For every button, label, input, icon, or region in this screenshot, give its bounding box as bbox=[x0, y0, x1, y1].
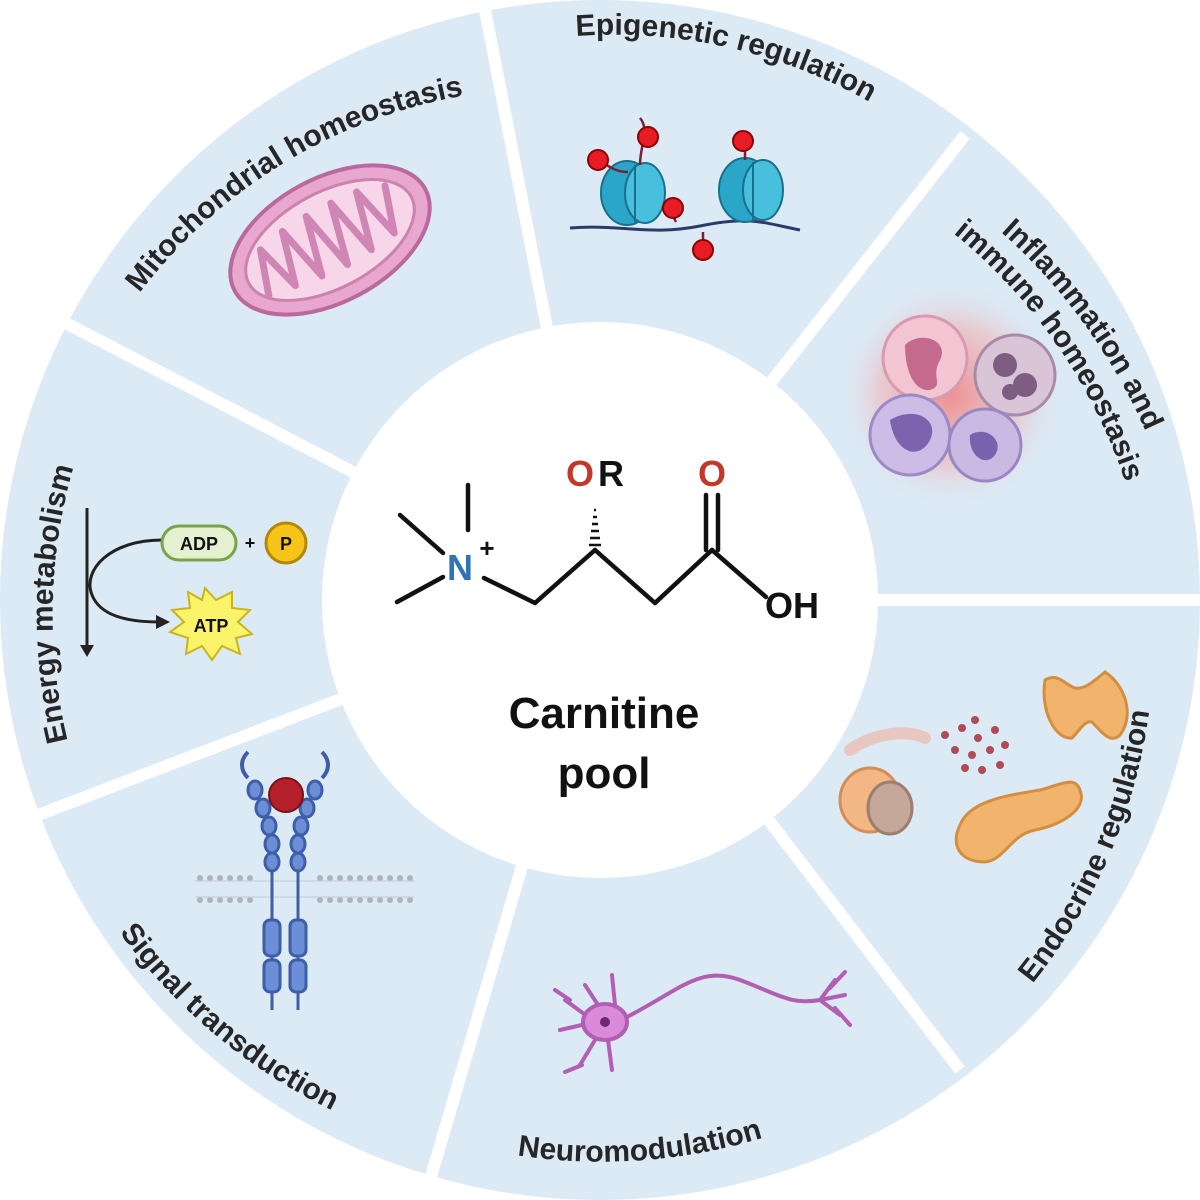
methyl-mark bbox=[587, 149, 609, 171]
mitochondrion-icon bbox=[228, 163, 432, 317]
immune-cell bbox=[973, 333, 1057, 417]
thyroid-icon bbox=[1042, 670, 1129, 740]
phosphate-badge bbox=[264, 521, 308, 565]
atp-burst bbox=[167, 585, 255, 662]
center-title-line2: pool bbox=[558, 749, 651, 798]
r-group: R bbox=[598, 453, 624, 494]
center-circle bbox=[322, 322, 878, 878]
nucleosome-left bbox=[600, 160, 666, 226]
hydroxyl-group: OH bbox=[765, 585, 819, 626]
cell-membrane bbox=[195, 873, 415, 903]
methyl-mark bbox=[662, 197, 684, 219]
carnitine-molecule: N + O R O OH bbox=[394, 453, 819, 626]
immune-cell bbox=[868, 393, 952, 477]
positive-charge: + bbox=[479, 533, 494, 563]
chromatin-icon bbox=[569, 117, 801, 261]
immune-cell bbox=[947, 407, 1023, 483]
nitrogen-atom: N bbox=[447, 547, 473, 588]
methyl-mark bbox=[732, 130, 754, 152]
carbonyl-oxygen: O bbox=[698, 453, 726, 494]
immune-cells-icon bbox=[835, 280, 1065, 510]
ligand-icon bbox=[268, 777, 304, 813]
atp-label: ATP bbox=[194, 616, 229, 636]
hormone-particles bbox=[941, 716, 1009, 774]
center-title-line1: Carnitine bbox=[509, 689, 700, 738]
endocrine-organs-icon bbox=[838, 670, 1129, 864]
adp-badge bbox=[160, 524, 238, 562]
methyl-mark bbox=[692, 239, 714, 261]
receptor-icon bbox=[195, 750, 415, 1010]
nucleosome-right bbox=[718, 157, 784, 223]
adp-label: ADP bbox=[180, 534, 218, 554]
energy-cycle-icon: ADP + P ATP bbox=[80, 508, 308, 662]
pancreas-icon bbox=[954, 780, 1083, 864]
phosphate-label: P bbox=[280, 534, 292, 554]
plus-sign: + bbox=[245, 533, 256, 553]
methyl-mark bbox=[637, 126, 659, 148]
ester-oxygen: O bbox=[566, 453, 594, 494]
neuron-icon bbox=[553, 970, 852, 1074]
segment-dividers bbox=[22, 0, 1200, 1182]
immune-cell bbox=[881, 314, 969, 402]
pituitary-icon bbox=[838, 727, 931, 836]
